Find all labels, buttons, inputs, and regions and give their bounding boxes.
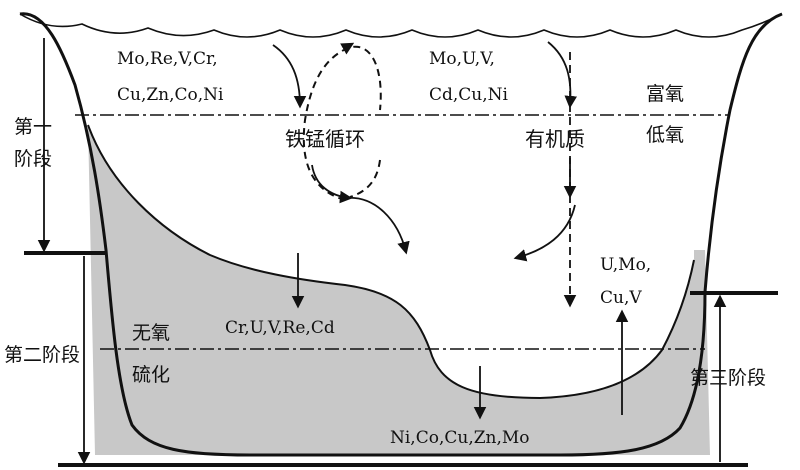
left-surface-elements-line2: Cu,Zn,Co,Ni: [117, 85, 224, 105]
organic-exit-arrow: [513, 204, 576, 262]
sediment-layer: [88, 125, 710, 455]
oxic-label: 富氧: [646, 83, 684, 105]
water-surface: [19, 13, 783, 38]
stage3-release-elements-line1: U,Mo,: [600, 255, 651, 275]
stage2-sediment-elements: Cr,U,V,Re,Cd: [225, 318, 335, 338]
sulfidic-label: 硫化: [132, 364, 170, 386]
fe-mn-upper-arrowhead: [340, 42, 355, 55]
suboxic-label: 低氧: [646, 124, 684, 146]
fe-mn-lower-arrowhead: [311, 164, 353, 204]
left-surface-elements-line1: Mo,Re,V,Cr,: [117, 49, 218, 69]
sediment-surface-line: [87, 124, 695, 400]
basin-bottom-elements: Ni,Co,Cu,Zn,Mo: [390, 428, 530, 448]
right-surface-elements-line1: Mo,U,V,: [429, 49, 495, 69]
basin-outline: [19, 12, 783, 457]
organic-matter-label: 有机质: [525, 127, 585, 151]
stage3-release-elements-line2: Cu,V: [600, 288, 642, 308]
stage2-label: 第二阶段: [4, 344, 80, 366]
fe-mn-cycle-right: [349, 159, 381, 198]
organic-entry-arrow: [547, 41, 578, 109]
right-surface-elements-line2: Cd,Cu,Ni: [429, 85, 509, 105]
stage1-label-line2: 阶段: [14, 148, 52, 170]
fe-mn-downward-arrow: [272, 44, 307, 109]
stage3-label: 第三阶段: [690, 367, 766, 389]
anoxic-label: 无氧: [132, 322, 170, 344]
fe-mn-cycle-loop: [302, 45, 382, 201]
stage1-label-line1: 第一: [14, 116, 52, 138]
fe-mn-cycle-label: 铁锰循环: [285, 127, 365, 151]
fe-mn-exit-arrow: [344, 197, 410, 255]
